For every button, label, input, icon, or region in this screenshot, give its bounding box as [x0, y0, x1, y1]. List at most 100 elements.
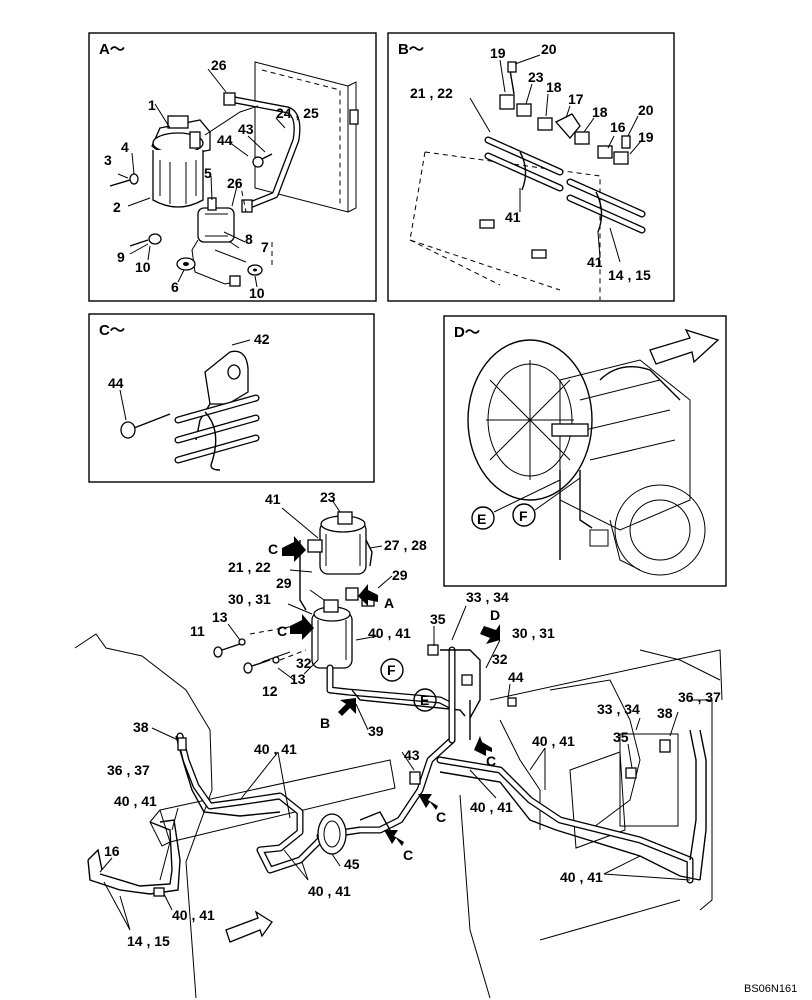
marker-e [413, 688, 437, 712]
label: 21 , 22 [228, 559, 271, 575]
arrow-c [384, 830, 404, 846]
label: C [486, 753, 496, 769]
label: 24 , 25 [276, 105, 319, 121]
main-assembly: 41 23 C 27 , 28 21 , 22 29 29 A 30 , 31 … [74, 489, 723, 999]
label: 23 [320, 489, 336, 505]
label: 41 [505, 209, 521, 225]
marker-f [512, 503, 536, 527]
label: 40 , 41 [470, 799, 513, 815]
label: 40 , 41 [114, 793, 157, 809]
panel-c-frame [88, 313, 375, 483]
label: 9 [117, 249, 125, 265]
label: 40 , 41 [368, 625, 411, 641]
marker-e [471, 506, 495, 530]
label: 26 [227, 175, 243, 191]
main-labels: 41 23 C 27 , 28 21 , 22 29 29 A 30 , 31 … [104, 489, 721, 949]
label: 40 , 41 [560, 869, 603, 885]
label: 2 [113, 199, 121, 215]
label: C [403, 847, 413, 863]
water-sensor [197, 207, 235, 243]
marker-f [380, 658, 404, 682]
engine-fan [467, 339, 593, 501]
fitting-19 [499, 94, 515, 110]
panel-d: D～ E F [443, 315, 727, 587]
label: 13 [290, 671, 306, 687]
panel-b: B～ 19 20 23 18 [387, 32, 675, 302]
label: 7 [261, 239, 269, 255]
radiator [619, 733, 679, 827]
label: 36 , 37 [678, 689, 721, 705]
label: 33 , 34 [597, 701, 640, 717]
label: 32 [492, 651, 508, 667]
label: 20 [638, 102, 654, 118]
label: A [384, 595, 394, 611]
label: 19 [638, 129, 654, 145]
label: 43 [238, 121, 254, 137]
label: C [268, 541, 278, 557]
arrow-b [338, 698, 356, 716]
label: 14 , 15 [608, 267, 651, 283]
label: 5 [204, 165, 212, 181]
label: 29 [276, 575, 292, 591]
label: 40 , 41 [254, 741, 297, 757]
panel-a-frame [88, 32, 377, 302]
label: 1 [148, 97, 156, 113]
panel-a-title: A～ [99, 41, 125, 58]
label: 35 [430, 611, 446, 627]
arrow-c [290, 614, 314, 640]
panel-d-title: D～ [454, 324, 480, 341]
label: 32 [296, 655, 312, 671]
label: 41 [265, 491, 281, 507]
label: 33 , 34 [466, 589, 509, 605]
label: 10 [249, 285, 265, 301]
label: 23 [528, 69, 544, 85]
label: 17 [568, 91, 584, 107]
label: 8 [245, 231, 253, 247]
label: 14 , 15 [127, 933, 170, 949]
label: 44 [108, 375, 124, 391]
direction-arrow [649, 328, 720, 365]
panel-a-labels: 1 3 4 2 26 24 , 25 43 44 5 26 8 7 9 10 6… [104, 57, 319, 301]
panel-c-title: C～ [99, 322, 125, 339]
label: 4 [121, 139, 129, 155]
label: 11 [190, 623, 205, 639]
engine-outline [489, 649, 723, 701]
label: 21 , 22 [410, 85, 453, 101]
label: 3 [104, 152, 112, 168]
arrow-c [474, 736, 492, 756]
bracket-42 [204, 350, 249, 405]
label: 43 [404, 747, 420, 763]
panel-b-labels: 19 20 23 18 17 18 16 20 19 21 , 22 41 41… [410, 41, 654, 283]
filter-bowl [152, 150, 204, 208]
label: 19 [490, 45, 506, 61]
arrow-c [418, 794, 438, 810]
front-arrow [225, 910, 273, 943]
label: 20 [541, 41, 557, 57]
label: C [436, 809, 446, 825]
label: C [277, 623, 287, 639]
label: 38 [657, 705, 673, 721]
clamp-45 [317, 813, 347, 855]
arrow-d [480, 624, 500, 644]
label: 40 , 41 [532, 733, 575, 749]
label: 30 , 31 [228, 591, 271, 607]
label: 30 , 31 [512, 625, 555, 641]
label: 45 [344, 856, 360, 872]
label: B [320, 715, 330, 731]
label: 10 [135, 259, 151, 275]
label: 16 [104, 843, 120, 859]
label: D [490, 607, 500, 623]
label: 42 [254, 331, 270, 347]
label: 44 [217, 132, 233, 148]
label: 18 [592, 104, 608, 120]
label: E [420, 692, 429, 708]
label: 13 [212, 609, 228, 625]
label: E [477, 511, 486, 527]
frame-outline-left [74, 633, 213, 999]
label: 35 [613, 729, 629, 745]
arrow-a [358, 584, 378, 606]
label: F [387, 662, 396, 678]
label: 16 [610, 119, 626, 135]
panel-c-labels: 42 44 [108, 331, 270, 391]
